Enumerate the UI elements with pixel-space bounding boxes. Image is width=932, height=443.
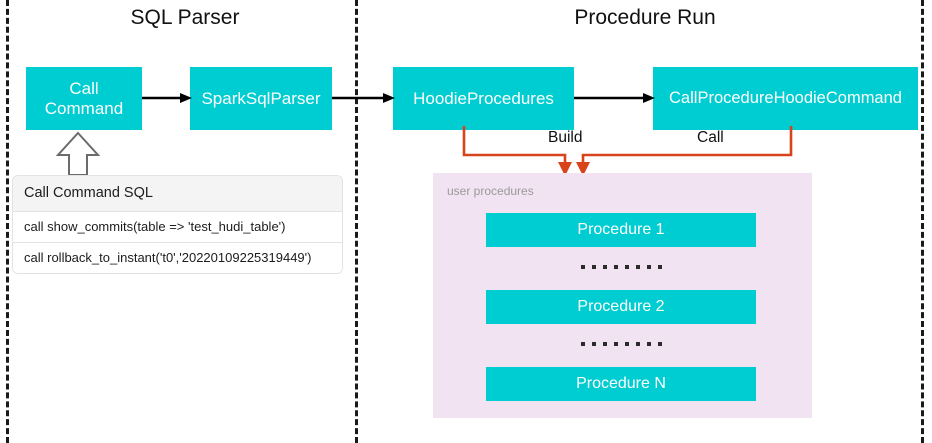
call-command-sql-table: Call Command SQL call show_commits(table… xyxy=(13,176,342,273)
ellipsis-dot xyxy=(591,265,596,269)
ellipsis-dot xyxy=(591,342,596,346)
connector-label-call: Call xyxy=(697,129,724,146)
ellipsis-dot xyxy=(602,265,607,269)
ellipsis-dot xyxy=(624,342,629,346)
ellipsis-dot xyxy=(646,265,651,269)
section-divider-middle xyxy=(355,0,358,443)
section-divider-left xyxy=(6,0,9,443)
ellipsis-dot xyxy=(624,265,629,269)
ellipsis-dot xyxy=(613,265,618,269)
ellipsis-dot xyxy=(613,342,618,346)
build-call-connector-lines xyxy=(462,126,793,176)
procedure-ellipsis xyxy=(486,250,756,284)
section-divider-right xyxy=(921,0,924,443)
ellipsis-dot xyxy=(580,265,585,269)
procedure-bar[interactable]: Procedure 2 xyxy=(486,290,756,324)
ellipsis-dot xyxy=(635,265,640,269)
ellipsis-dot xyxy=(657,265,662,269)
ellipsis-dot xyxy=(657,342,662,346)
block-arrow-sql-to-call-command xyxy=(55,131,101,176)
ellipsis-dot xyxy=(646,342,651,346)
user-procedures-panel: user procedures Procedure 1 Procedure 2 … xyxy=(433,173,812,418)
ellipsis-dot xyxy=(635,342,640,346)
node-call-procedure-hoodie-command[interactable]: CallProcedureHoodieCommand xyxy=(653,67,918,130)
section-title-procedure-run: Procedure Run xyxy=(574,6,716,29)
arrow-call-command-to-spark-sql-parser xyxy=(142,93,192,103)
ellipsis-dot xyxy=(580,342,585,346)
procedure-bar[interactable]: Procedure N xyxy=(486,367,756,401)
sql-table-row: call rollback_to_instant('t0','202201092… xyxy=(13,243,342,273)
user-procedures-caption: user procedures xyxy=(447,184,534,198)
connector-label-build: Build xyxy=(548,129,583,146)
sql-table-header: Call Command SQL xyxy=(13,176,342,212)
arrow-hoodie-procedures-to-call-procedure-hoodie-command xyxy=(574,93,655,103)
procedure-ellipsis xyxy=(486,327,756,361)
ellipsis-dot xyxy=(602,342,607,346)
section-title-sql-parser: SQL Parser xyxy=(130,6,240,29)
sql-table-row: call show_commits(table => 'test_hudi_ta… xyxy=(13,212,342,243)
node-spark-sql-parser[interactable]: SparkSqlParser xyxy=(190,67,332,130)
arrow-spark-sql-parser-to-hoodie-procedures xyxy=(332,93,395,103)
procedure-bar[interactable]: Procedure 1 xyxy=(486,213,756,247)
node-hoodie-procedures[interactable]: HoodieProcedures xyxy=(393,67,574,130)
